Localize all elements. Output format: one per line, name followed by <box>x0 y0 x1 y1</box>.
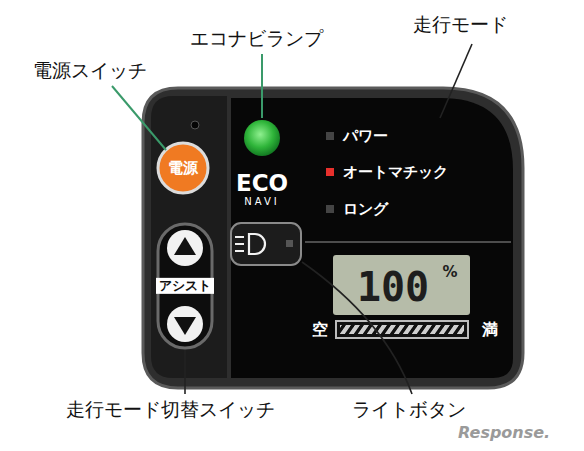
mode-indicator <box>326 132 334 140</box>
mode-name: パワー <box>343 128 388 145</box>
switch-label: アシスト <box>156 278 214 294</box>
power-button: 電源 <box>158 143 208 193</box>
assist-switch: アシスト <box>158 224 212 348</box>
up-key <box>167 230 203 266</box>
mode-name: ロング <box>343 201 388 218</box>
battery-bar <box>336 321 468 338</box>
button-label: 電源 <box>168 160 198 177</box>
eco-logo: ECO <box>236 171 288 196</box>
sensor-dot <box>191 121 199 129</box>
navi-logo: NAVI <box>244 196 279 207</box>
leader-line <box>184 350 186 394</box>
headlamp-icon <box>235 234 265 254</box>
display-area <box>231 98 513 378</box>
power-button <box>158 143 208 193</box>
callout-label: 電源スイッチ <box>33 60 147 81</box>
battery-segments <box>340 325 464 334</box>
control-panel: ECONAVI パワーオートマチックロング空 満 電源アシスト 100% <box>143 88 523 388</box>
panel-housing <box>143 88 523 388</box>
button-column <box>151 96 227 378</box>
leader-line <box>112 86 166 150</box>
mode-indicator-on <box>326 168 334 176</box>
light-indicator <box>286 240 293 247</box>
callout-label: エコナビランプ <box>190 28 323 49</box>
separator <box>305 241 511 243</box>
callout-label: 走行モード切替スイッチ <box>66 399 275 420</box>
mode-indicator <box>326 205 334 213</box>
mode-name: オートマチック <box>343 164 448 181</box>
watermark: Response. <box>458 424 550 442</box>
down-triangle <box>174 317 196 335</box>
gauge-full: 満 <box>482 321 498 339</box>
light-button <box>231 223 301 265</box>
percent-sign: % <box>442 264 457 281</box>
up-triangle <box>174 237 196 255</box>
leader-line <box>440 44 472 118</box>
gauge-empty: 空 <box>312 321 328 339</box>
battery-percent: 100 <box>357 265 429 309</box>
callout-label: 走行モード <box>413 14 508 35</box>
eco-lamp <box>244 120 280 156</box>
callout-label: ライトボタン <box>352 399 466 420</box>
down-key <box>167 306 203 342</box>
lcd-screen: 100% <box>333 255 470 315</box>
leader-line <box>261 54 263 118</box>
